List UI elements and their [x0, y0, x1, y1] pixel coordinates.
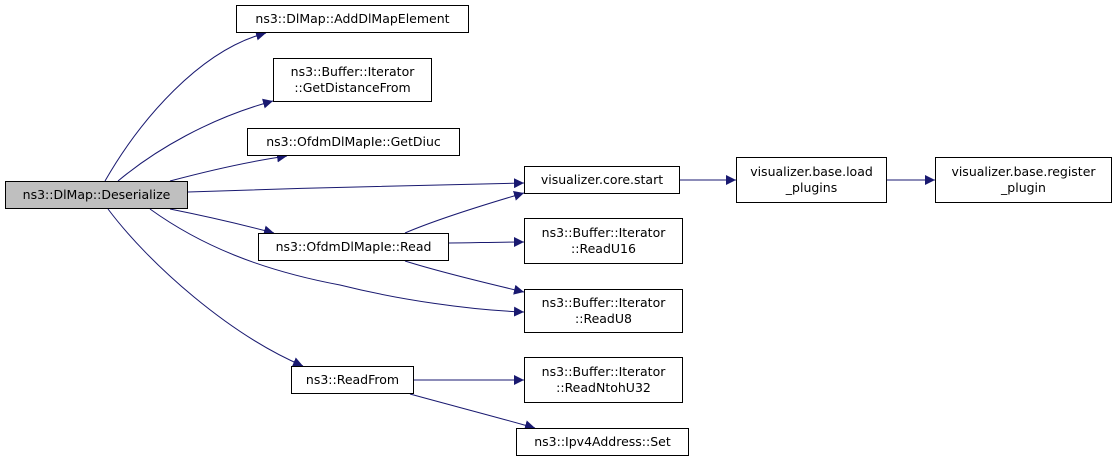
- node-label-line: visualizer.base.register: [951, 164, 1096, 179]
- edge-deserialize-to-vcstart: [187, 178, 525, 193]
- node-label-line: _plugin: [1001, 180, 1046, 195]
- node-label-line: visualizer.core.start: [540, 172, 664, 187]
- node-label-line: ns3::Ipv4Address::Set: [534, 434, 671, 449]
- node-label-line: ns3::DlMap::AddDlMapElement: [255, 11, 450, 26]
- node-label-line: ns3::ReadFrom: [305, 372, 400, 387]
- node-label-line: ::ReadNtohU32: [556, 380, 651, 395]
- node-readu16[interactable]: ns3::Buffer::Iterator::ReadU16: [524, 218, 683, 264]
- node-deserialize: ns3::DlMap::Deserialize: [5, 181, 188, 209]
- node-label-line: ns3::Buffer::Iterator: [541, 225, 666, 240]
- node-label-line: _plugins: [785, 180, 838, 195]
- edge-deserialize-to-readfrom: [107, 208, 304, 367]
- node-readu8[interactable]: ns3::Buffer::Iterator::ReadU8: [524, 289, 683, 333]
- node-readntoh[interactable]: ns3::Buffer::Iterator::ReadNtohU32: [524, 357, 683, 403]
- edge-deserialize-to-read: [169, 208, 275, 236]
- node-regplugin[interactable]: visualizer.base.register_plugin: [935, 157, 1112, 203]
- node-readfrom[interactable]: ns3::ReadFrom: [291, 366, 414, 394]
- node-getdiuc[interactable]: ns3::OfdmDlMapIe::GetDiuc: [247, 128, 460, 156]
- node-adddlmap[interactable]: ns3::DlMap::AddDlMapElement: [236, 5, 469, 33]
- node-getdist[interactable]: ns3::Buffer::Iterator::GetDistanceFrom: [273, 58, 432, 102]
- node-ipv4set[interactable]: ns3::Ipv4Address::Set: [516, 428, 689, 456]
- edge-read-to-vcstart: [404, 191, 525, 234]
- node-loadplugins[interactable]: visualizer.base.load_plugins: [736, 157, 887, 203]
- edge-read-to-readu16: [448, 237, 525, 248]
- node-label-line: ::GetDistanceFrom: [294, 80, 411, 95]
- node-vcstart[interactable]: visualizer.core.start: [524, 166, 680, 194]
- node-label-line: ::ReadU16: [571, 241, 636, 256]
- edge-deserialize-to-adddlmap: [104, 30, 267, 182]
- edge-read-to-readu8: [404, 260, 525, 295]
- node-label-line: ::ReadU8: [575, 311, 632, 326]
- node-read[interactable]: ns3::OfdmDlMapIe::Read: [258, 233, 449, 261]
- edge-deserialize-to-getdist: [117, 98, 274, 182]
- node-label-line: ns3::Buffer::Iterator: [541, 364, 666, 379]
- edge-deserialize-to-getdiuc: [169, 152, 288, 182]
- node-label-line: ns3::DlMap::Deserialize: [22, 187, 171, 202]
- node-label-line: ns3::OfdmDlMapIe::GetDiuc: [266, 134, 441, 149]
- node-label-line: ns3::Buffer::Iterator: [541, 295, 666, 310]
- edge-deserialize-to-readu8: [149, 208, 525, 317]
- node-label-line: visualizer.base.load: [750, 164, 873, 179]
- node-label-line: ns3::Buffer::Iterator: [290, 64, 415, 79]
- edge-readfrom-to-ipv4set: [409, 393, 536, 431]
- node-label-line: ns3::OfdmDlMapIe::Read: [275, 239, 432, 254]
